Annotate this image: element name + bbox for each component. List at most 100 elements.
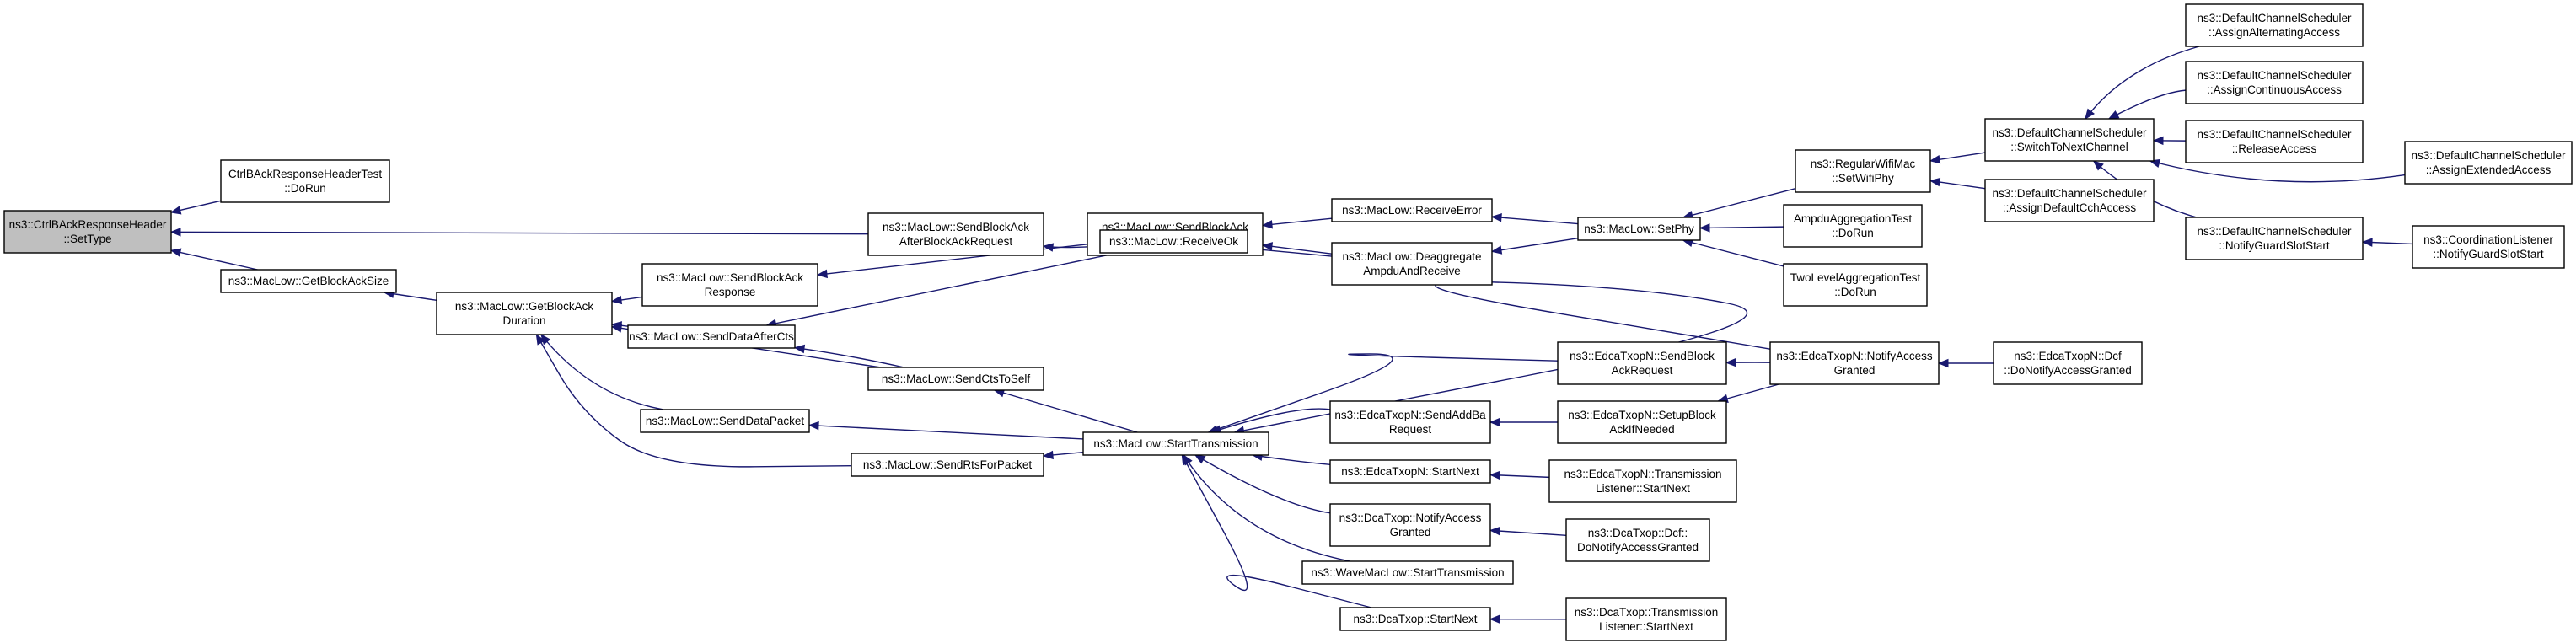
graph-node-setphy[interactable]: ns3::MacLow::SetPhy [1577, 217, 1701, 241]
node-label-line: ns3::DcaTxop::Transmission [1575, 606, 1719, 619]
node-box [627, 324, 796, 349]
graph-edge-assignext-to-switchch [2149, 160, 2406, 183]
graph-node-srts[interactable]: ns3::MacLow::SendRtsForPacket [851, 453, 1044, 477]
graph-node-edcastartnext[interactable]: ns3::EdcaTxopN::StartNext [1329, 459, 1491, 484]
graph-edge-wavest-to-st [1183, 454, 1350, 562]
graph-node-ctrltest[interactable]: CtrlBAckResponseHeaderTest::DoRun [220, 159, 390, 203]
graph-edge-rerr-to-sbaaa [1262, 217, 1333, 227]
node-label-line: ns3::EdcaTxopN::NotifyAccess [1776, 350, 1933, 362]
node-box [436, 292, 613, 335]
node-box [1331, 198, 1493, 222]
graph-node-switchch[interactable]: ns3::DefaultChannelScheduler::SwitchToNe… [1984, 118, 2155, 162]
graph-edge-dcadcf-to-dcanag [1489, 529, 1567, 537]
node-label-line: ns3::MacLow::GetBlockAck [455, 300, 594, 313]
graph-edge-srts-to-getbad [535, 334, 852, 468]
node-label-line: ns3::MacLow::SendCtsToSelf [882, 372, 1031, 385]
graph-node-sbaabar[interactable]: ns3::MacLow::SendBlockAckAfterBlockAckRe… [867, 212, 1044, 256]
node-box [1565, 597, 1727, 641]
node-label-line: ::DoRun [1834, 286, 1876, 298]
arrowhead-icon [1042, 243, 1055, 252]
graph-node-ampdutest[interactable]: AmpduAggregationTest::DoRun [1783, 204, 1923, 248]
node-box [641, 263, 818, 307]
node-label-line: ns3::MacLow::GetBlockAckSize [228, 275, 389, 287]
node-box [2185, 61, 2364, 104]
node-label-line: ns3::MacLow::SendDataAfterCts [629, 330, 794, 343]
graph-node-assignext[interactable]: ns3::DefaultChannelScheduler::AssignExte… [2404, 141, 2573, 185]
node-label-line: CtrlBAckResponseHeaderTest [228, 168, 383, 180]
node-label-line: ::AssignContinuousAccess [2207, 83, 2342, 96]
graph-node-coordguard[interactable]: ns3::CoordinationListener::NotifyGuardSl… [2412, 225, 2565, 269]
graph-node-regwifi[interactable]: ns3::RegularWifiMac::SetWifiPhy [1795, 149, 1931, 193]
node-box [867, 212, 1044, 256]
graph-node-twolevel[interactable]: TwoLevelAggregationTest::DoRun [1783, 263, 1928, 307]
node-label-line: ::SwitchToNextChannel [2010, 141, 2128, 153]
node-label-line: TwoLevelAggregationTest [1790, 271, 1921, 284]
arrowhead-icon [1489, 417, 1500, 427]
graph-node-release[interactable]: ns3::DefaultChannelScheduler::ReleaseAcc… [2185, 120, 2364, 163]
graph-node-dcanag[interactable]: ns3::DcaTxop::NotifyAccessGranted [1329, 503, 1491, 547]
graph-node-edcanag[interactable]: ns3::EdcaTxopN::NotifyAccessGranted [1769, 341, 1940, 385]
node-box [1301, 560, 1514, 585]
graph-node-sdac[interactable]: ns3::MacLow::SendDataAfterCts [627, 324, 796, 349]
graph-node-assigncch[interactable]: ns3::DefaultChannelScheduler::AssignDefa… [1984, 179, 2155, 222]
node-label-line: ns3::EdcaTxopN::SetupBlock [1568, 409, 1716, 421]
node-label-line: ::SetType [63, 233, 111, 245]
graph-node-rerr[interactable]: ns3::MacLow::ReceiveError [1331, 198, 1493, 222]
graph-node-edcatlsn[interactable]: ns3::EdcaTxopN::TransmissionListener::St… [1548, 459, 1737, 503]
node-box [1339, 607, 1491, 631]
graph-node-getbas[interactable]: ns3::MacLow::GetBlockAckSize [220, 269, 397, 293]
graph-node-st[interactable]: ns3::MacLow::StartTransmission [1082, 431, 1269, 456]
node-box [640, 409, 810, 433]
graph-edge-edcasendaddba-to-st [1210, 408, 1331, 433]
graph-node-settype[interactable]: ns3::CtrlBAckResponseHeader::SetType [3, 210, 172, 254]
arrowhead-icon [1490, 245, 1503, 255]
node-label-line: ns3::DefaultChannelScheduler [2411, 149, 2566, 162]
arrowhead-icon [1489, 470, 1500, 480]
graph-node-assigncont[interactable]: ns3::DefaultChannelScheduler::AssignCont… [2185, 61, 2364, 104]
graph-node-dcadcf[interactable]: ns3::DcaTxop::Dcf::DoNotifyAccessGranted [1565, 518, 1710, 562]
graph-node-edcadcf[interactable]: ns3::EdcaTxopN::Dcf::DoNotifyAccessGrant… [1993, 341, 2143, 385]
node-box [1783, 263, 1928, 307]
graph-edge-st-to-scts [994, 389, 1138, 433]
node-label-line: ns3::RegularWifiMac [1811, 158, 1916, 170]
arrowhead-icon [1489, 526, 1500, 536]
node-label-line: ns3::MacLow::SendRtsForPacket [863, 458, 1033, 471]
node-box [1769, 341, 1940, 385]
graph-node-scts[interactable]: ns3::MacLow::SendCtsToSelf [867, 367, 1044, 391]
node-label-line: ns3::DefaultChannelScheduler [2197, 69, 2352, 82]
node-label-line: ns3::MacLow::SetPhy [1584, 222, 1694, 235]
node-box [1795, 149, 1931, 193]
arrowhead-icon [808, 421, 819, 431]
arrowhead-icon [2107, 110, 2120, 120]
node-box [1099, 229, 1248, 254]
arrowhead-icon [1937, 358, 1949, 368]
graph-node-assignalt[interactable]: ns3::DefaultChannelScheduler::AssignAlte… [2185, 3, 2364, 47]
node-label-line: ::ReleaseAccess [2232, 142, 2317, 155]
node-label-line: ::DoNotifyAccessGranted [2004, 364, 2132, 377]
graph-node-rok[interactable]: ns3::MacLow::ReceiveOk [1099, 229, 1248, 254]
arrowhead-icon [1490, 212, 1502, 222]
graph-edge-sdp-to-getbad [540, 334, 663, 410]
arrowhead-icon [1929, 155, 1941, 164]
graph-edge-assigncont-to-switchch [2108, 89, 2187, 120]
graph-edge-dcastartnext-to-st [1181, 454, 1372, 608]
node-label-line: ns3::CtrlBAckResponseHeader [9, 218, 167, 231]
graph-edge-setphy-to-deagg [1491, 237, 1579, 253]
node-label-line: ::SetWifiPhy [1832, 172, 1894, 185]
graph-node-notifyguard[interactable]: ns3::DefaultChannelScheduler::NotifyGuar… [2185, 217, 2364, 260]
node-label-line: ::DoRun [1832, 227, 1874, 239]
graph-node-dcastartnext[interactable]: ns3::DcaTxop::StartNext [1339, 607, 1491, 631]
arrowhead-icon [535, 333, 545, 346]
graph-node-wavest[interactable]: ns3::WaveMacLow::StartTransmission [1301, 560, 1514, 585]
node-label-line: ns3::DefaultChannelScheduler [2197, 12, 2352, 24]
graph-node-sdp[interactable]: ns3::MacLow::SendDataPacket [640, 409, 810, 433]
graph-edge-rok-to-sdac [766, 252, 1119, 326]
graph-node-dcatlsn[interactable]: ns3::DcaTxop::TransmissionListener::Star… [1565, 597, 1727, 641]
